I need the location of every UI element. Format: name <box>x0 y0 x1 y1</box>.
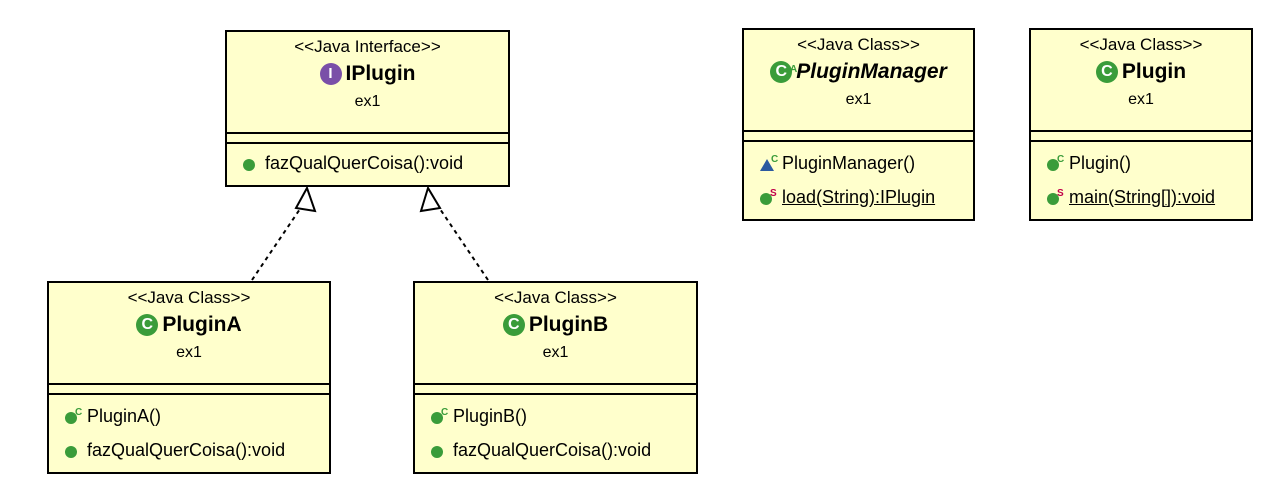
abstract-mark: A <box>790 64 798 75</box>
methods-compartment: C Plugin() S main(String[]):void <box>1031 140 1251 214</box>
svg-text:C: C <box>441 407 448 418</box>
stereotype-label: <<Java Class>> <box>1079 35 1203 54</box>
class-name: PluginB <box>528 313 609 336</box>
attributes-compartment <box>415 383 696 393</box>
realization-line-plugina <box>251 205 303 281</box>
public-method-icon <box>243 159 255 171</box>
attributes-compartment <box>1031 130 1251 140</box>
methods-compartment: fazQualQuerCoisa():void <box>227 142 508 180</box>
package-label: ex1 <box>542 344 569 361</box>
class-icon: C <box>136 314 159 336</box>
interface-icon: I <box>319 63 342 85</box>
method-row[interactable]: fazQualQuerCoisa():void <box>63 433 329 467</box>
svg-text:S: S <box>770 188 777 199</box>
iplugin-interface-box[interactable]: <<Java Interface>> I IPlugin ex1 fazQual… <box>225 30 510 187</box>
static-method-row[interactable]: S load(String):IPlugin <box>758 180 973 214</box>
attributes-compartment <box>744 130 973 140</box>
stereotype-label: <<Java Class>> <box>797 35 920 54</box>
methods-compartment: C PluginB() fazQualQuerCoisa():void <box>415 393 696 467</box>
constructor-signature: PluginA() <box>87 406 162 426</box>
constructor-row[interactable]: C PluginA() <box>63 399 329 433</box>
methods-compartment: C PluginManager() S load(String):IPlugin <box>744 140 973 214</box>
constructor-signature: PluginManager() <box>782 153 916 173</box>
static-method-icon: S <box>1047 188 1064 205</box>
constructor-row[interactable]: C Plugin() <box>1045 146 1251 180</box>
realization-arrowhead-pluginb <box>419 185 442 213</box>
protected-constructor-icon: C <box>760 154 778 171</box>
constructor-icon: C <box>1047 154 1064 171</box>
method-signature: fazQualQuerCoisa():void <box>87 440 286 460</box>
class-name: PluginA <box>162 313 242 336</box>
svg-text:C: C <box>75 407 82 418</box>
stereotype-label: <<Java Class>> <box>494 288 617 307</box>
constructor-row[interactable]: C PluginManager() <box>758 146 973 180</box>
method-signature: fazQualQuerCoisa():void <box>265 153 464 173</box>
public-method-icon <box>431 446 443 458</box>
realization-arrowhead-plugina <box>294 185 317 213</box>
svg-text:S: S <box>1057 188 1064 199</box>
method-row[interactable]: fazQualQuerCoisa():void <box>241 146 508 180</box>
package-label: ex1 <box>354 93 381 110</box>
class-name: PluginManager <box>796 60 947 83</box>
stereotype-label: <<Java Class>> <box>127 288 251 307</box>
static-method-row[interactable]: S main(String[]):void <box>1045 180 1251 214</box>
package-label: ex1 <box>1128 91 1154 108</box>
package-label: ex1 <box>176 344 202 361</box>
method-row[interactable]: fazQualQuerCoisa():void <box>429 433 696 467</box>
interface-name: IPlugin <box>345 62 416 85</box>
class-name: Plugin <box>1121 60 1187 83</box>
svg-text:C: C <box>1057 154 1064 165</box>
pluginb-class-box[interactable]: <<Java Class>> C PluginB ex1 C PluginB()… <box>413 281 698 474</box>
attributes-compartment <box>227 132 508 142</box>
static-method-icon: S <box>760 188 777 205</box>
static-method-signature: main(String[]):void <box>1069 187 1216 207</box>
svg-text:C: C <box>771 154 778 165</box>
method-signature: fazQualQuerCoisa():void <box>453 440 652 460</box>
plugina-class-box[interactable]: <<Java Class>> C PluginA ex1 C PluginA()… <box>47 281 331 474</box>
class-icon: C <box>502 314 525 336</box>
static-method-signature: load(String):IPlugin <box>782 187 936 207</box>
constructor-icon: C <box>431 407 448 424</box>
class-icon: C <box>1095 61 1118 83</box>
plugin-class-box[interactable]: <<Java Class>> C Plugin ex1 C Plugin() S… <box>1029 28 1253 221</box>
attributes-compartment <box>49 383 329 393</box>
methods-compartment: C PluginA() fazQualQuerCoisa():void <box>49 393 329 467</box>
constructor-icon: C <box>65 407 82 424</box>
constructor-signature: Plugin() <box>1069 153 1132 173</box>
realization-line-pluginb <box>437 205 489 281</box>
package-label: ex1 <box>845 91 872 108</box>
stereotype-label: <<Java Interface>> <box>294 37 441 56</box>
constructor-signature: PluginB() <box>453 406 528 426</box>
public-method-icon <box>65 446 77 458</box>
constructor-row[interactable]: C PluginB() <box>429 399 696 433</box>
